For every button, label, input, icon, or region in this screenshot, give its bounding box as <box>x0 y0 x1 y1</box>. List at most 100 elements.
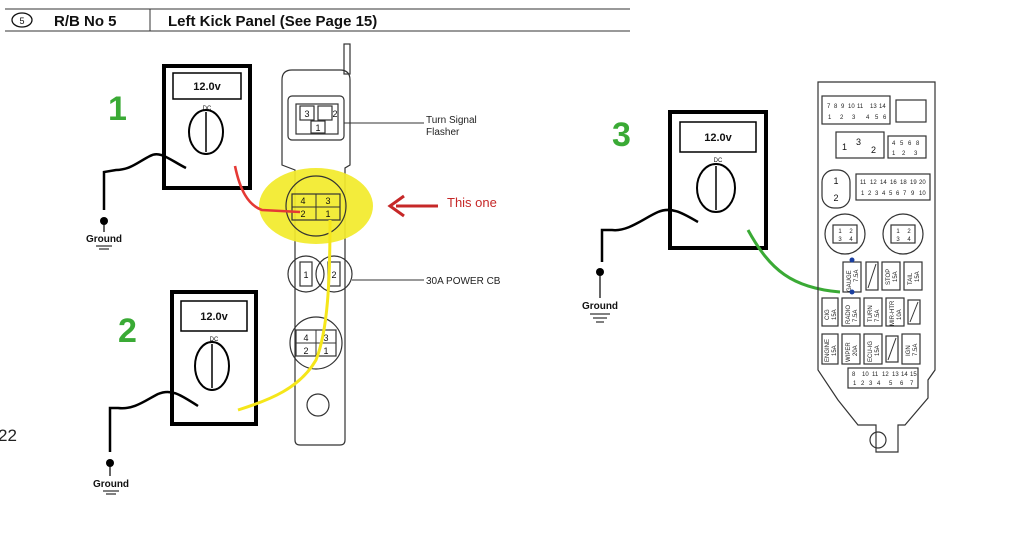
small-pin: 4 <box>892 141 896 147</box>
fuse-mir-htr <box>885 297 905 327</box>
round-b-pin: 3 <box>896 237 900 243</box>
fuse-engine <box>821 333 839 365</box>
flasher-pin: 1 <box>315 123 320 133</box>
bottom-pin: 11 <box>872 372 879 378</box>
round-a-pin: 3 <box>838 237 842 243</box>
fuse-name-stop: STOP <box>886 269 892 285</box>
mid-pin: 20 <box>919 180 926 186</box>
relay-pin: 1 <box>842 142 847 152</box>
round-b-pin: 1 <box>896 229 900 235</box>
flasher-connector <box>287 95 345 141</box>
fuse-wiper <box>841 333 861 365</box>
step-number-2: 2 <box>118 312 137 350</box>
fuse-box-outline <box>817 81 936 453</box>
mid-pin: 1 <box>861 191 865 197</box>
ground-label-1: Ground <box>86 234 122 245</box>
top-pin: 2 <box>840 115 844 121</box>
small-pin: 1 <box>892 151 896 157</box>
meter-reading-3: 12.0v <box>704 132 732 144</box>
power-cb-label: 30A POWER CB <box>426 276 501 287</box>
small-pin: 6 <box>908 141 912 147</box>
top-pin: 6 <box>883 115 887 121</box>
fuse-amps-cig: 15A <box>832 309 838 320</box>
socket-pin: 3 <box>325 196 330 206</box>
lower-pin: 1 <box>323 346 328 356</box>
fuse-amps-turn: 7.5A <box>875 310 881 322</box>
bottom-pin: 10 <box>862 372 869 378</box>
bottom-pin: 7 <box>910 381 914 387</box>
meter-mode-3: DC <box>714 158 723 164</box>
top-pin: 3 <box>852 115 856 121</box>
socket-pin: 2 <box>300 209 305 219</box>
round-socket-b <box>882 213 924 255</box>
power-cb-socket-right <box>315 255 353 293</box>
socket-pin: 4 <box>300 196 305 206</box>
relay-block-outline <box>281 69 351 446</box>
round-a-pin: 1 <box>838 229 842 235</box>
cb-pin: 2 <box>331 270 336 280</box>
fuse-name-gauge: GAUGE <box>847 270 853 292</box>
fuse-tail <box>903 261 923 291</box>
fuse-name-turn: TURN <box>868 305 874 322</box>
top-pin: 5 <box>875 115 879 121</box>
mid-pin: 12 <box>870 180 877 186</box>
meter-reading-1: 12.0v <box>193 81 221 93</box>
fuse-ign <box>901 333 921 365</box>
mid-pin: 6 <box>896 191 900 197</box>
fuse-amps-gauge: 7.5A <box>854 270 860 282</box>
top-pin: 7 <box>827 104 831 110</box>
round-a-pin: 4 <box>849 237 853 243</box>
step-number-1: 1 <box>108 90 127 128</box>
bottom-pin: 8 <box>852 372 856 378</box>
mid-pin: 2 <box>868 191 872 197</box>
round-connector-pin: 1 <box>833 176 838 186</box>
meter-mode-2: DC <box>210 337 219 343</box>
round-connector-pin: 2 <box>833 193 838 203</box>
top-pin: 10 <box>848 104 855 110</box>
round-connector <box>821 169 851 209</box>
meter-mode-1: DC <box>203 106 212 112</box>
top-pin: 13 <box>870 104 877 110</box>
bottom-pin: 5 <box>889 381 893 387</box>
side-page-number: 22 <box>0 426 17 445</box>
mid-pin: 14 <box>880 180 887 186</box>
lower-pin: 3 <box>323 333 328 343</box>
ground-lead-1 <box>102 152 187 210</box>
probe-lead-yellow <box>237 219 332 412</box>
fuse-amps-ign: 7.5A <box>913 344 919 356</box>
bottom-pin: 15 <box>910 372 917 378</box>
fuse-name-radio: RADIO <box>846 305 852 324</box>
top-pin: 14 <box>879 104 886 110</box>
mid-connector <box>855 173 931 201</box>
callout-arrow <box>387 194 405 218</box>
bottom-pin: 2 <box>861 381 865 387</box>
section-number: 5 <box>19 16 24 26</box>
mid-pin: 5 <box>889 191 893 197</box>
flasher-label-line2: Flasher <box>426 127 460 138</box>
fuse-amps-wiper: 20A <box>853 345 859 356</box>
lower-pin: 2 <box>303 346 308 356</box>
relay-block: 3 2 1 Turn Signal Flasher 4 3 2 1 1 2 30… <box>259 43 501 446</box>
fuse-name-ign: IGN <box>906 345 912 356</box>
mid-pin: 16 <box>890 180 897 186</box>
meter-dial-3 <box>696 163 736 213</box>
mounting-hole <box>306 393 330 417</box>
fuse-ecu-ig <box>863 333 883 365</box>
fuse-radio <box>841 297 861 327</box>
probe-lead-red <box>233 165 301 214</box>
fuse-amps-stop: 15A <box>893 271 899 282</box>
ground-label-2: Ground <box>93 479 129 490</box>
round-b-pin: 2 <box>907 229 911 235</box>
fuse-name-engine: ENGINE <box>825 339 831 362</box>
fuse-turn <box>863 297 883 327</box>
multimeter-2: 2 12.0v DC Ground <box>93 219 332 495</box>
multimeter-1: 1 12.0v DC Ground <box>86 64 301 250</box>
mid-pin: 3 <box>875 191 879 197</box>
callout: This one <box>387 194 497 218</box>
ground-lead-3 <box>600 208 699 262</box>
fuse-box-mount-hole <box>869 431 887 449</box>
small-pin: 8 <box>916 141 920 147</box>
relay-connector <box>835 131 885 159</box>
